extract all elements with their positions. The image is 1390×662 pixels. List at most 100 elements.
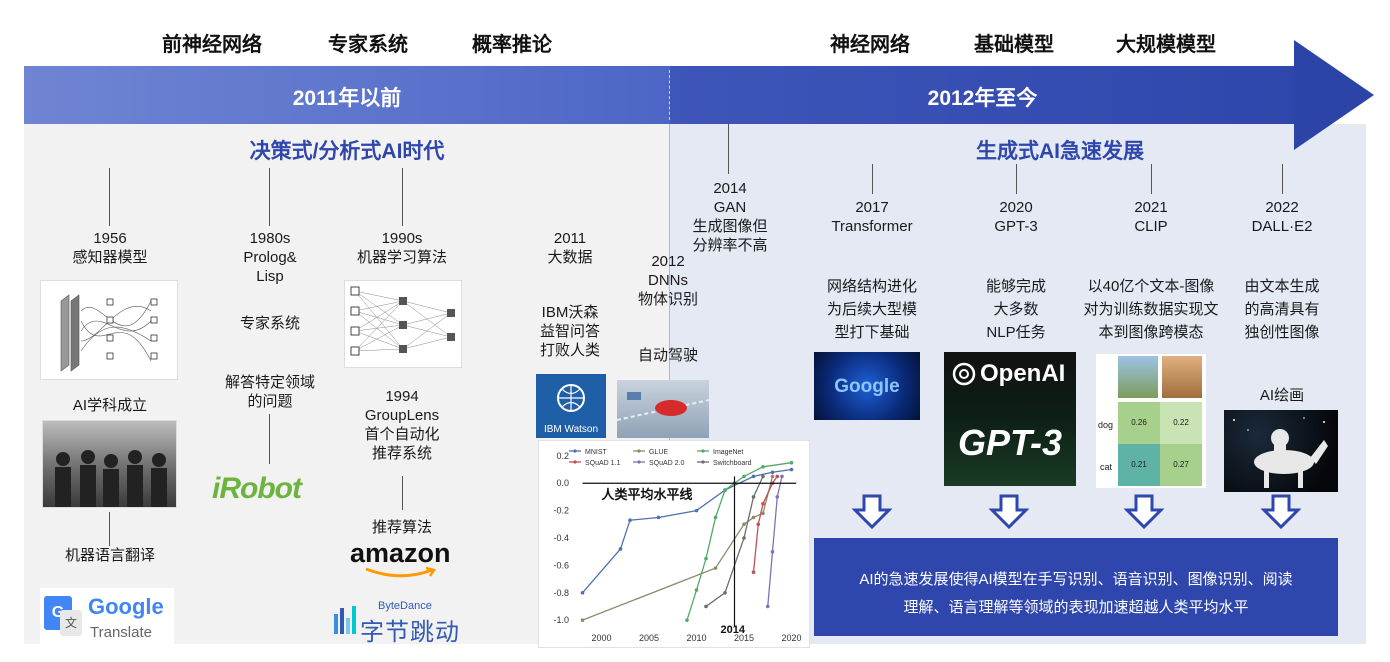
label-clip-desc-3: 本到图像跨模态 (1098, 324, 1204, 341)
down-arrow-icon-gpt3 (989, 494, 1029, 530)
label-dalle2-desc-3: 独创性图像 (1244, 324, 1320, 341)
x-tick-label: 2000 (591, 633, 611, 643)
year-2020: 2020 (999, 199, 1033, 216)
clip-row-cat: cat (1100, 462, 1113, 472)
series-line-imagenet (686, 462, 792, 621)
gpt3-text: GPT-3 (958, 422, 1063, 463)
y-tick-label: -0.2 (553, 506, 569, 516)
series-point (685, 618, 689, 622)
label-transformer: Transformer (831, 218, 913, 235)
series-point (780, 474, 784, 479)
connector-2021 (1151, 164, 1152, 194)
down-arrow-icon-dalle2 (1261, 494, 1301, 530)
connector-1980s (269, 168, 270, 226)
connector-1990s (402, 168, 403, 226)
year-1956: 1956 (93, 230, 127, 247)
era-neural-networks: 神经网络 (830, 34, 910, 56)
right-era-title: 生成式AI急速发展 (976, 140, 1144, 163)
legend-label: GLUE (649, 449, 668, 456)
summary-line-2: 理解、语言理解等领域的表现加速超越人类平均水平 (903, 599, 1249, 616)
series-point (770, 474, 775, 479)
series-point (751, 474, 756, 479)
legend-label: MNIST (585, 449, 608, 456)
bytedance-icon (334, 604, 356, 636)
label-clip-desc-1: 以40亿个文本-图像 (1087, 278, 1215, 295)
year-2011: 2011 (553, 230, 587, 247)
year-1994: 1994 (385, 388, 419, 405)
irobot-logo: iRobot (212, 472, 302, 505)
label-ibm-watson: IBM沃森 (541, 304, 599, 321)
series-line-squad-2-0 (767, 476, 783, 607)
openai-gpt3-image: OpenAI GPT-3 (944, 352, 1076, 486)
series-point (694, 508, 699, 513)
series-point (580, 590, 585, 595)
watson-globe-icon (557, 384, 585, 412)
band-label-before-2011: 2011年以前 (292, 87, 402, 110)
google-brain-text: Google (834, 376, 900, 397)
year-1980s: 1980s (249, 230, 291, 247)
series-point (761, 474, 765, 479)
label-perceptron: 感知器模型 (72, 249, 148, 266)
down-arrow-icon-transformer (852, 494, 892, 530)
label-clip-desc-2: 对为训练数据实现文 (1083, 301, 1219, 318)
series-point (761, 511, 765, 516)
label-dalle2-desc-1: 由文本生成 (1244, 278, 1320, 295)
legend-label: Switchboard (713, 460, 752, 467)
timeline-band-right (670, 66, 1295, 124)
openai-text: OpenAI (980, 360, 1066, 387)
series-point (704, 604, 708, 609)
y-tick-label: 0.2 (556, 451, 569, 461)
series-point (789, 467, 794, 472)
era-expert-systems: 专家系统 (328, 34, 408, 56)
x-tick-label: 2015 (734, 633, 754, 643)
series-point (765, 604, 770, 609)
series-point (756, 522, 761, 527)
label-gan-desc-2: 分辨率不高 (692, 237, 768, 254)
year-2014-marker-label: 2014 (721, 624, 746, 636)
label-transformer-desc-2: 为后续大型模 (826, 301, 917, 318)
era-probabilistic: 概率推论 (472, 34, 552, 56)
label-ai-painting: AI绘画 (1259, 387, 1305, 404)
series-point (751, 495, 756, 499)
label-recommender-system: 推荐系统 (371, 445, 432, 462)
x-tick-label: 2010 (686, 633, 706, 643)
label-first-automated: 首个自动化 (364, 426, 440, 443)
connector-2022 (1282, 164, 1283, 194)
year-2014: 2014 (713, 180, 747, 197)
label-clip: CLIP (1134, 218, 1168, 235)
connector-2014 (728, 124, 729, 174)
ibm-watson-logo: IBM Watson (536, 374, 606, 438)
legend-marker (637, 460, 641, 464)
series-point (770, 470, 775, 475)
connector-1994-recommend (402, 476, 403, 510)
label-expert-system: 专家系统 (239, 315, 300, 332)
google-translate-logo: G 文 Google Translate (40, 588, 174, 650)
bytedance-chinese: 字节跳动 (360, 619, 460, 646)
clip-cell-dog-cat: 0.22 (1160, 402, 1202, 444)
series-point (789, 460, 794, 465)
y-tick-label: -0.8 (553, 588, 569, 598)
series-point (742, 474, 746, 479)
legend-marker (637, 449, 641, 453)
self-driving-car-image (616, 380, 710, 438)
y-tick-label: 0.0 (556, 478, 569, 488)
series-point (704, 556, 708, 561)
label-gpt3-desc-3: NLP任务 (986, 324, 1046, 341)
era-large-models: 大规模模型 (1116, 34, 1216, 56)
y-tick-label: -1.0 (553, 615, 569, 625)
era-pre-neural: 前神经网络 (162, 34, 262, 56)
series-point (775, 474, 780, 479)
label-gpt3-desc-2: 大多数 (993, 301, 1039, 318)
era-foundation-models: 基础模型 (974, 34, 1054, 56)
translate-google-word: Google (88, 594, 164, 619)
amazon-smile-icon (365, 566, 437, 578)
astronaut-horse-image (1224, 410, 1338, 492)
label-beat-humans: 打败人类 (539, 342, 600, 359)
down-arrow-icon-clip (1124, 494, 1164, 530)
label-ai-discipline-founded: AI学科成立 (72, 397, 148, 414)
clip-cell-cat-cat: 0.27 (1160, 444, 1202, 486)
label-recommend-algorithm: 推荐算法 (371, 519, 432, 536)
label-lisp: Lisp (256, 268, 284, 285)
